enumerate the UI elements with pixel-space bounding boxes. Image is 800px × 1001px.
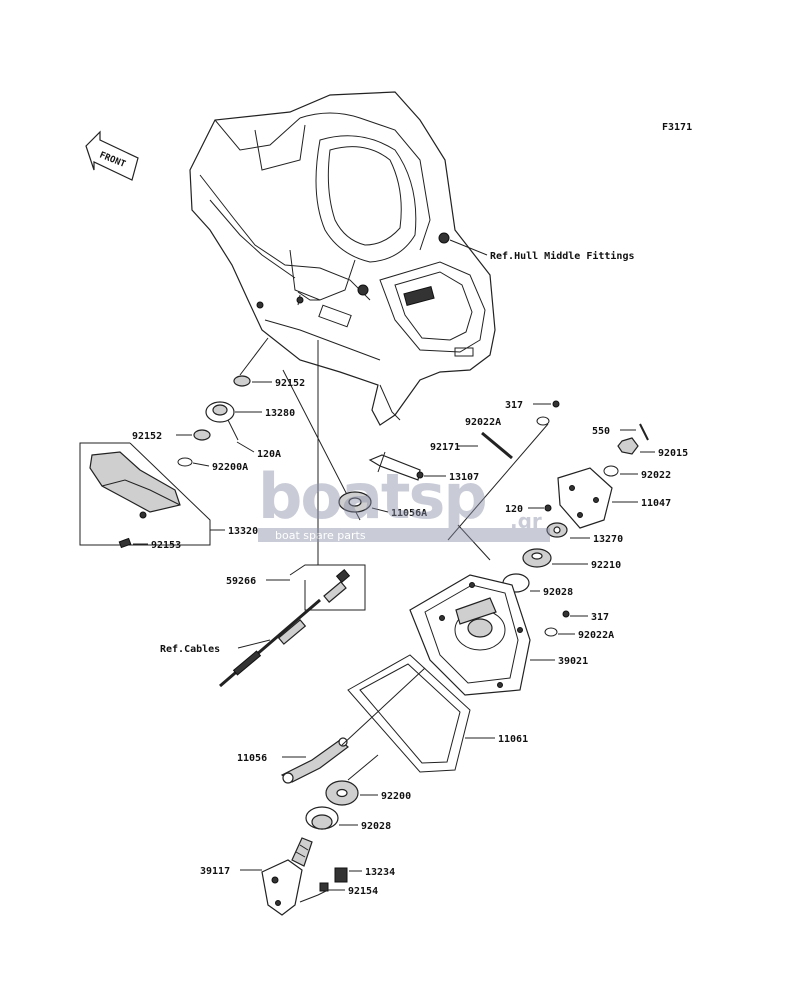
washer-92200a-part bbox=[177, 457, 193, 467]
callout-92022: 92022 bbox=[641, 470, 671, 481]
watermark-tld: .gr bbox=[510, 509, 542, 533]
ref-hull-callout: Ref.Hull Middle Fittings bbox=[490, 250, 635, 262]
rod-92171-part bbox=[481, 431, 513, 460]
callout-92171: 92171 bbox=[430, 442, 460, 453]
callout-92022a-lower: 92022A bbox=[578, 630, 614, 641]
callout-92153: 92153 bbox=[151, 540, 181, 551]
callout-120: 120 bbox=[505, 504, 523, 515]
callout-550: 550 bbox=[592, 426, 610, 437]
callout-92152-lower: 92152 bbox=[132, 431, 162, 442]
plate-13280-part bbox=[205, 401, 239, 441]
callout-13320: 13320 bbox=[228, 526, 258, 537]
callout-59266: 59266 bbox=[226, 576, 256, 587]
callout-11056a: 11056A bbox=[391, 508, 427, 519]
callout-13107: 13107 bbox=[449, 472, 479, 483]
bracket-11056a-part bbox=[338, 491, 372, 513]
bolt-120-part bbox=[544, 504, 552, 512]
pin-550-part bbox=[639, 423, 649, 441]
grommet-92152-part bbox=[233, 375, 251, 387]
callout-92028-lower: 92028 bbox=[361, 821, 391, 832]
callout-13270: 13270 bbox=[593, 534, 623, 545]
callout-39021: 39021 bbox=[558, 656, 588, 667]
callout-39117: 39117 bbox=[200, 866, 230, 877]
watermark-logo: boatsp .gr boat spare parts bbox=[258, 460, 550, 542]
callout-11056: 11056 bbox=[237, 753, 267, 764]
front-arrow-icon: FRONT bbox=[85, 130, 139, 181]
washer-92022-part bbox=[603, 465, 619, 477]
callout-92028-upper: 92028 bbox=[543, 587, 573, 598]
housing-39021-part bbox=[409, 574, 531, 696]
bracket-13107-part bbox=[368, 451, 424, 481]
callout-13234: 13234 bbox=[365, 867, 395, 878]
bolt-92153-part bbox=[118, 537, 132, 549]
grommet-92152-lower-part bbox=[193, 429, 211, 441]
callout-120a: 120A bbox=[257, 449, 281, 460]
ref-cables-callout: Ref.Cables bbox=[160, 644, 220, 655]
callout-92210: 92210 bbox=[591, 560, 621, 571]
arm-11056-part bbox=[280, 737, 349, 784]
plate-92210-part bbox=[522, 548, 552, 568]
callout-13280: 13280 bbox=[265, 408, 295, 419]
cover-13320-part bbox=[89, 451, 181, 519]
bolt-92154-part bbox=[319, 882, 329, 892]
nut-317-lower-part bbox=[562, 610, 570, 618]
callout-317-upper: 317 bbox=[505, 400, 523, 411]
hull-body bbox=[189, 91, 496, 426]
callout-92022a-upper: 92022A bbox=[465, 417, 501, 428]
washer-92022a-upper-part bbox=[536, 416, 550, 426]
gasket-11061-part bbox=[347, 654, 471, 773]
callout-92200: 92200 bbox=[381, 791, 411, 802]
shaft-39117-part bbox=[261, 837, 313, 916]
nut-92015-part bbox=[617, 437, 639, 455]
callout-92154: 92154 bbox=[348, 886, 378, 897]
callout-11047: 11047 bbox=[641, 498, 671, 509]
washer-92200-part bbox=[325, 780, 359, 806]
callout-92015: 92015 bbox=[658, 448, 688, 459]
figure-code: F3171 bbox=[662, 122, 692, 133]
cable-part bbox=[219, 598, 321, 688]
callout-317-lower: 317 bbox=[591, 612, 609, 623]
watermark-tagline: boat spare parts bbox=[275, 529, 366, 542]
bolt-13234-part bbox=[334, 867, 348, 883]
washer-92022a-lower-part bbox=[544, 627, 558, 637]
callout-92200a: 92200A bbox=[212, 462, 248, 473]
cam-13270-part bbox=[546, 522, 568, 538]
washer-92028-lower-part bbox=[305, 806, 339, 830]
cable-joint-59266-part bbox=[323, 569, 351, 603]
nut-317-upper-part bbox=[552, 400, 560, 408]
lever-11047-part bbox=[557, 467, 613, 529]
callout-11061: 11061 bbox=[498, 734, 528, 745]
watermark-brand: boatsp bbox=[258, 460, 486, 533]
